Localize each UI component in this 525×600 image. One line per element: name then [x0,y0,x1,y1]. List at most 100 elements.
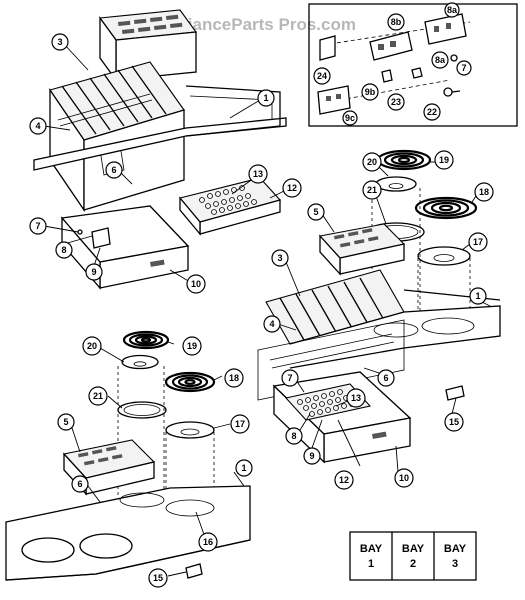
terminal-block-15 [445,385,465,401]
callout-23: 23 [387,93,405,111]
inset-terminal-hole [326,96,331,101]
inset-terminal-block [317,85,351,115]
callout-7: 7 [29,217,47,235]
svg-text:6: 6 [77,479,82,489]
bay-legend-frame [349,531,477,581]
svg-text:8: 8 [291,431,296,441]
svg-text:13: 13 [253,169,263,179]
callout-1-right: 1 [469,287,487,305]
svg-text:4: 4 [35,121,40,131]
callout-17-left: 17 [230,414,250,434]
callout-10-right: 10 [394,468,414,488]
callout-24: 24 [313,67,331,85]
bay-1-number: 1 [368,558,374,570]
bay-3-number: 3 [452,558,458,570]
coil-element-18-left [164,371,216,393]
callout-3: 3 [51,33,69,51]
coil-element-19 [376,149,432,171]
bay-2-word: BAY [402,543,425,555]
callout-19-right: 19 [434,150,454,170]
cooktop-frame-left-edge [5,539,251,581]
assembly-bay-right [257,149,501,464]
trim-ring-21-left-inner [123,404,161,416]
callout-18-right: 18 [474,182,494,202]
svg-text:8: 8 [61,245,66,255]
inset-switch-terminal [378,44,384,50]
callout-22: 22 [423,103,441,121]
bay-legend: BAY 1 BAY 2 BAY 3 [349,531,477,581]
svg-text:15: 15 [153,573,163,583]
lava-rocks-right [297,389,355,417]
callout-12: 12 [282,178,302,198]
svg-text:7: 7 [461,63,466,73]
cooktop-burner-opening [421,317,475,335]
svg-text:1: 1 [241,463,246,473]
cooktop-burner-hole [21,537,75,563]
svg-text:8b: 8b [391,17,402,27]
callout-6-right: 6 [377,369,395,387]
callout-8-right: 8 [285,427,303,445]
callout-8a-upper: 8a [444,2,460,18]
svg-text:1: 1 [263,93,268,103]
svg-text:5: 5 [313,207,318,217]
grill-element-2 [59,99,153,127]
callout-20-right: 20 [362,152,382,172]
assembly-bay-left [5,330,251,581]
lava-rocks [199,185,257,215]
inset-assembly-line-2 [339,79,451,101]
inset-switch-terminal-2 [390,41,396,47]
svg-text:22: 22 [427,107,437,117]
inset-clip-2 [411,67,423,79]
svg-text:6: 6 [383,373,388,383]
coil-element-18 [414,196,478,220]
callout-15-left: 15 [148,568,168,588]
bay-2-number: 2 [410,558,416,570]
inset-screw-shank [451,90,461,93]
cooktop-frame-left [5,485,251,581]
callout-16-left: 16 [198,532,218,552]
drip-bowl-20-left-center [133,361,147,367]
callout-4: 4 [29,117,47,135]
inset-bracket [319,35,336,61]
callouts: 1 3 4 6 13 12 7 8 9 10 24 8b 8a 8a 7 9b … [29,2,494,588]
vent-grille-5-left-slots [78,446,123,466]
bay-1-word: BAY [360,543,383,555]
inset-terminal-hole-2 [336,94,341,99]
cooktop-frame-edge [33,117,287,171]
callout-19-left: 19 [182,336,202,356]
grill-element-right [269,333,393,361]
svg-text:9c: 9c [345,113,355,123]
cooktop-opening-16b [165,499,215,517]
grill-element-right-2 [271,341,395,369]
lower-housing-slot [150,259,165,267]
grill-grate-bars [61,65,167,135]
callout-17-right: 17 [468,232,488,252]
svg-text:20: 20 [87,341,97,351]
coil-element-19-left [122,330,170,350]
svg-text:1: 1 [475,291,480,301]
svg-text:9: 9 [91,267,96,277]
inset-clip [381,69,393,83]
inset-assembly-line [329,21,471,45]
callout-5-left: 5 [57,413,75,431]
callout-5-right: 5 [307,203,325,221]
svg-text:21: 21 [367,185,377,195]
inset-screw [443,87,453,97]
grease-pan-side [179,196,201,236]
svg-text:12: 12 [287,183,297,193]
inset-frame [308,3,518,127]
cooktop-burner-opening-2 [373,322,419,338]
svg-text:12: 12 [339,475,349,485]
svg-text:18: 18 [229,373,239,383]
svg-text:19: 19 [187,341,197,351]
watermark-text: ApplianceParts Pros.com [150,15,356,34]
svg-text:9: 9 [309,451,314,461]
svg-text:19: 19 [439,155,449,165]
drip-bowl-17-left-center [180,428,200,436]
svg-text:3: 3 [57,37,62,47]
inset-switch-upper [424,13,467,45]
grill-grate-right-bars [279,277,385,341]
svg-text:17: 17 [473,237,483,247]
svg-text:23: 23 [391,97,401,107]
